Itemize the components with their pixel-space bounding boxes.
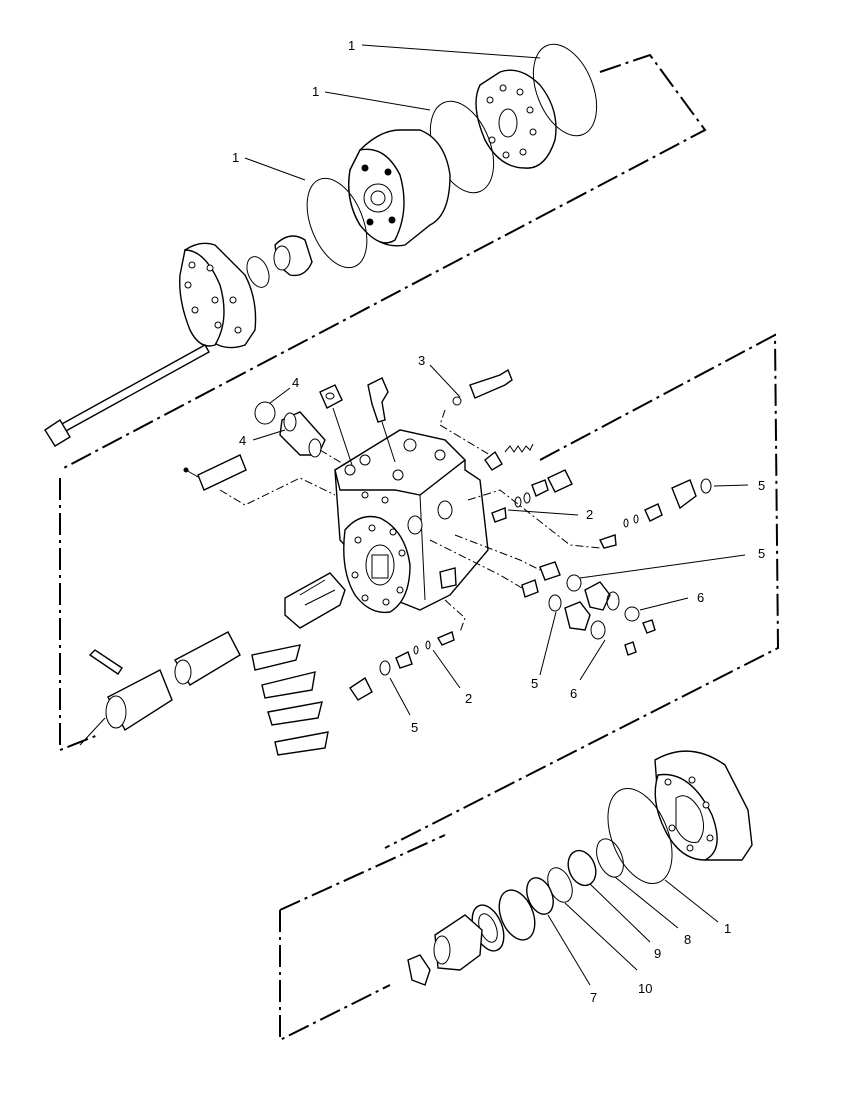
relief-valve-upper [467, 443, 601, 549]
callout-5-a: 5 [758, 478, 765, 493]
callout-5-c: 5 [531, 676, 538, 691]
callout-10: 10 [638, 981, 652, 996]
end-plate-top [475, 69, 557, 169]
callout-9: 9 [654, 946, 661, 961]
middle-valve-group: 3 5 2 [59, 333, 780, 849]
woodruff-key [407, 954, 431, 986]
callout-1-c: 1 [232, 150, 239, 165]
small-seal-ring [246, 256, 270, 288]
name-plate [183, 454, 336, 506]
callout-6-b: 6 [570, 686, 577, 701]
bolt-top [367, 377, 396, 463]
valve-housing [334, 429, 489, 614]
callout-4-a: 4 [292, 375, 299, 390]
callout-6-a: 6 [697, 590, 704, 605]
relief-valve-right: 5 [599, 478, 765, 549]
seal-ring-9 [567, 849, 597, 887]
centering-springs [251, 644, 329, 756]
drive-coupling [273, 235, 313, 277]
seal-ring-item4 [254, 401, 276, 425]
thrust-washer [498, 889, 536, 941]
gerotor-housing [348, 129, 451, 247]
callout-3: 3 [418, 353, 425, 368]
front-plate [179, 242, 257, 349]
callout-1-a: 1 [348, 38, 355, 53]
callout-8: 8 [684, 932, 691, 947]
input-shaft [433, 914, 483, 971]
seal-ring-7 [526, 877, 554, 915]
callout-1-d: 1 [724, 921, 731, 936]
callout-2-b: 2 [465, 691, 472, 706]
callout-4-b: 4 [239, 433, 246, 448]
callout-5-d: 5 [411, 720, 418, 735]
callout-5-b: 5 [758, 546, 765, 561]
plug-top [319, 384, 353, 466]
callout-7: 7 [590, 990, 597, 1005]
bolt-item3: 3 [418, 353, 513, 456]
seal-ring-8 [596, 838, 624, 878]
end-cover [654, 750, 753, 861]
relief-valve-lower [349, 599, 466, 701]
bottom-cover-group: 1 8 9 10 7 [279, 750, 753, 1042]
top-motor-group: 1 1 1 [44, 38, 707, 471]
o-ring-cover [607, 787, 673, 885]
check-valve-item4 [279, 411, 326, 458]
callout-1-b: 1 [312, 84, 319, 99]
long-bolt [44, 344, 210, 447]
spool-sleeve-assembly [79, 572, 346, 746]
check-valves-middle [429, 534, 656, 656]
callout-2-a: 2 [586, 507, 593, 522]
o-ring-top-right [532, 43, 598, 137]
o-ring-top-left [306, 177, 368, 269]
